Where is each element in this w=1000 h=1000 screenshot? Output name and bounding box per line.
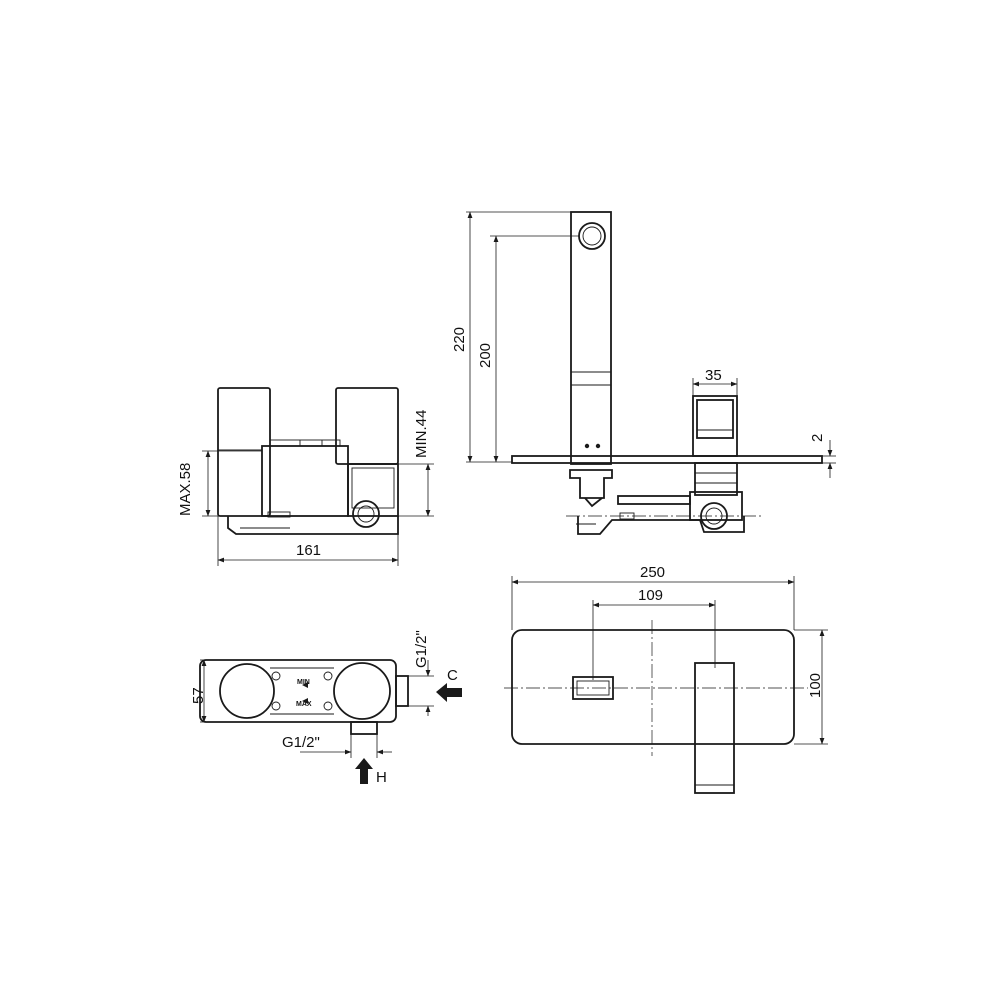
dim-35: 35	[705, 367, 722, 384]
connector-block	[347, 463, 399, 517]
side-view: MAX.58 MIN.44 161	[177, 387, 434, 566]
dim-109: 109	[638, 587, 663, 604]
cold-arrow-icon	[436, 683, 462, 702]
cold-inlet	[395, 675, 409, 707]
hot-label: H	[376, 769, 387, 786]
plate-view: 250 109 100	[504, 564, 828, 794]
dim-220: 220	[451, 327, 468, 352]
dim-250: 250	[640, 564, 665, 581]
label-min: MIN	[297, 679, 310, 686]
dim-min-44: MIN.44	[413, 410, 430, 458]
front-view: 220 200 35 2	[451, 211, 836, 535]
label-max: MAX	[296, 701, 312, 708]
wall-plate	[511, 455, 823, 464]
hot-thread: G1/2"	[282, 734, 320, 751]
body-outline	[199, 659, 397, 723]
left-handle	[217, 387, 271, 517]
dim-200: 200	[477, 343, 494, 368]
cover-plate	[511, 629, 795, 745]
handle	[692, 395, 738, 457]
dim-2: 2	[809, 434, 826, 442]
dim-161: 161	[296, 542, 321, 559]
dim-max-58: MAX.58	[177, 463, 194, 516]
dim-100: 100	[807, 673, 824, 698]
dim-57: 57	[190, 687, 207, 704]
hot-arrow-icon	[355, 758, 373, 784]
outlet-fitting	[352, 500, 380, 528]
right-handle	[335, 387, 399, 465]
top-view: MIN MAX G1/2" C G1/2" H 57	[190, 630, 462, 786]
plate-handle	[694, 662, 735, 794]
hot-inlet	[350, 721, 378, 735]
cold-label: C	[447, 667, 458, 684]
left-valve	[219, 663, 275, 719]
right-valve	[333, 662, 391, 720]
cold-thread: G1/2"	[413, 630, 430, 668]
